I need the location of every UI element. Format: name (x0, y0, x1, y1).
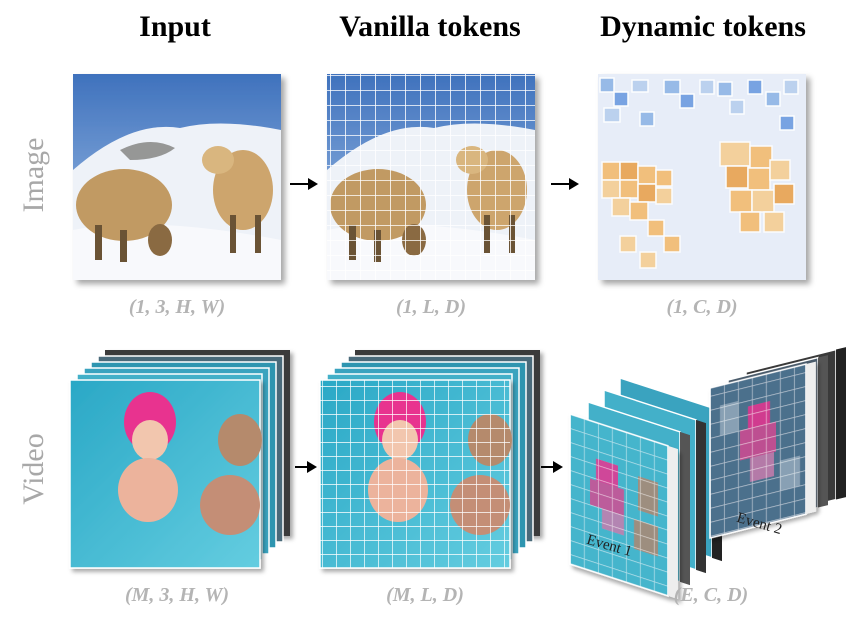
video-row-graphics (69, 347, 846, 600)
event-1-token-stack (569, 377, 722, 600)
shape-image-input: (1, 3, H, W) (128, 296, 226, 318)
shape-image-vanilla: (1, L, D) (396, 296, 466, 318)
vanilla-token-image (327, 74, 535, 280)
event-2-token-stack (709, 347, 846, 539)
input-video-front-frame (69, 379, 262, 569)
column-title-input: Input (139, 10, 211, 43)
arrow-video-1 (295, 461, 317, 473)
shape-video-dynamic: (E, C, D) (673, 584, 749, 606)
shape-image-dynamic: (1, C, D) (666, 296, 738, 318)
arrow-image-1 (290, 178, 318, 190)
shape-video-input: (M, 3, H, W) (124, 584, 230, 606)
shape-video-vanilla: (M, L, D) (386, 584, 464, 606)
input-video-stack (69, 350, 290, 569)
column-title-vanilla-tokens: Vanilla tokens (339, 10, 521, 43)
input-image (73, 74, 281, 280)
vanilla-token-video-front-frame (319, 379, 512, 569)
arrow-image-2 (551, 178, 579, 190)
vanilla-token-video-stack (319, 350, 540, 569)
image-row-graphics (73, 74, 806, 280)
arrow-video-2 (541, 461, 563, 473)
dynamic-token-image (598, 74, 806, 280)
column-title-dynamic-tokens: Dynamic tokens (600, 10, 806, 43)
